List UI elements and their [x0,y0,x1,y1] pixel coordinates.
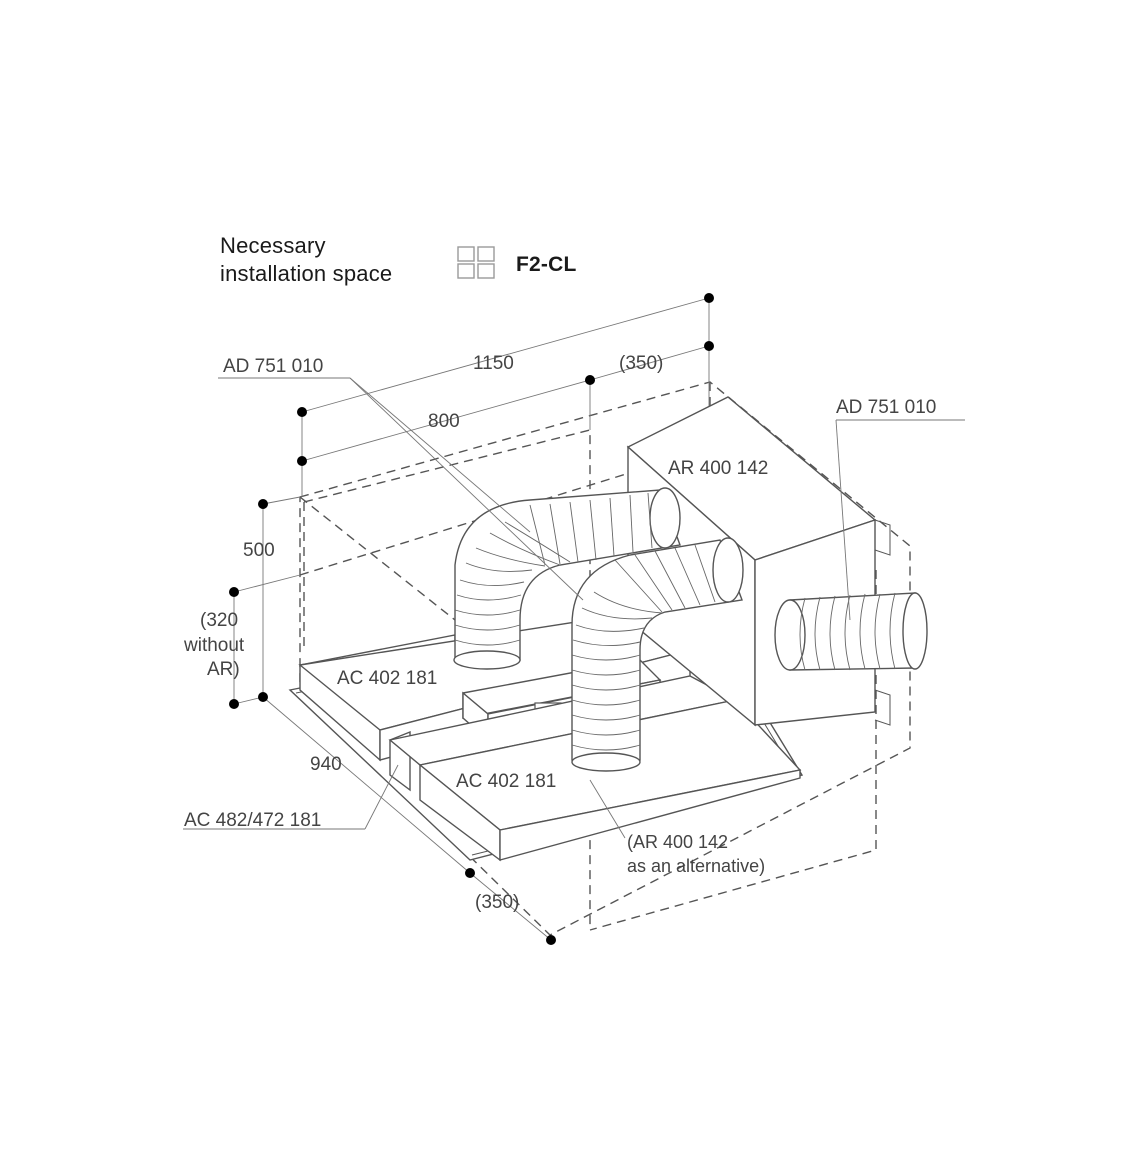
dim-depth-extra: (350) [475,892,519,913]
label-ar-box: AR 400 142 [668,458,768,479]
label-ar-alt-2: as an alternative) [627,856,765,876]
flexible-hose-side [774,592,928,671]
dim-height: 500 [243,540,275,561]
label-ac-duct: AC 482/472 181 [184,810,321,831]
flexible-hose-back [453,487,681,670]
dim-width-total: 1150 [473,353,514,374]
dim-height-alt-2: without [183,635,245,656]
label-ad-right: AD 751 010 [836,397,936,418]
dimension-dots [229,293,714,945]
label-ad-top: AD 751 010 [223,356,323,377]
leader-lines [183,377,965,839]
four-zone-cooktop-icon [457,246,495,279]
label-ac-front: AC 402 181 [456,771,556,792]
title-line-2: installation space [220,261,393,286]
dimension-lines [233,297,710,941]
flexible-hose-front [571,537,744,772]
dim-width-extra: (350) [619,353,663,374]
label-ar-alt-1: (AR 400 142 [627,832,728,852]
dim-depth: 940 [310,754,342,775]
dim-height-alt-3: AR) [207,659,240,680]
dim-height-alt-1: (320 [200,610,238,631]
title-line-1: Necessary [220,233,326,258]
label-ac-back: AC 402 181 [337,668,437,689]
dim-width-inner: 800 [428,411,460,432]
model-name: F2-CL [516,253,577,276]
